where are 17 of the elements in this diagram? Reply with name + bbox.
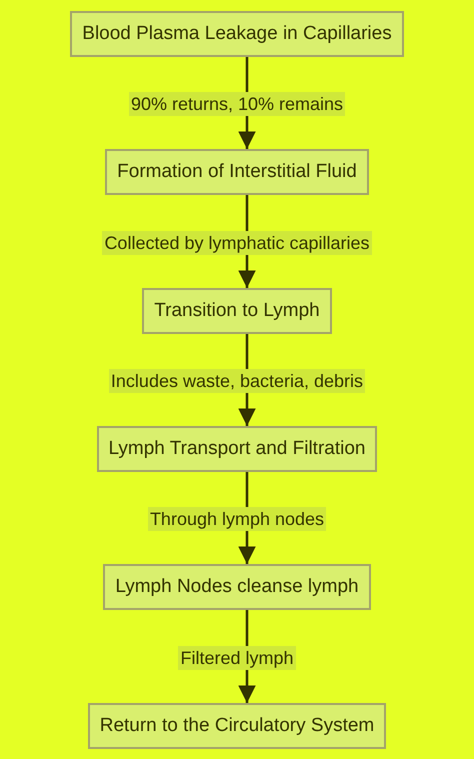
process-box [105,149,369,195]
edge-label: 90% returns, 10% remains [128,92,346,116]
box-text: Transition to Lymph [154,299,320,323]
edge-label: Includes waste, bacteria, debris [108,369,366,393]
box-text: Blood Plasma Leakage in Capillaries [82,22,392,46]
process-box [103,564,371,610]
box-text: Lymph Nodes cleanse lymph [115,575,359,599]
process-box [70,11,404,57]
edge-label: Through lymph nodes [148,507,326,531]
process-box [96,426,378,472]
edge-label: Collected by lymphatic capillaries [102,230,372,254]
box-text: Formation of Interstitial Fluid [117,160,357,184]
process-box [142,288,332,334]
process-box [88,703,386,749]
box-text: Lymph Transport and Filtration [108,437,366,461]
edge-label: Filtered lymph [178,646,296,670]
box-text: Return to the Circulatory System [100,714,374,738]
